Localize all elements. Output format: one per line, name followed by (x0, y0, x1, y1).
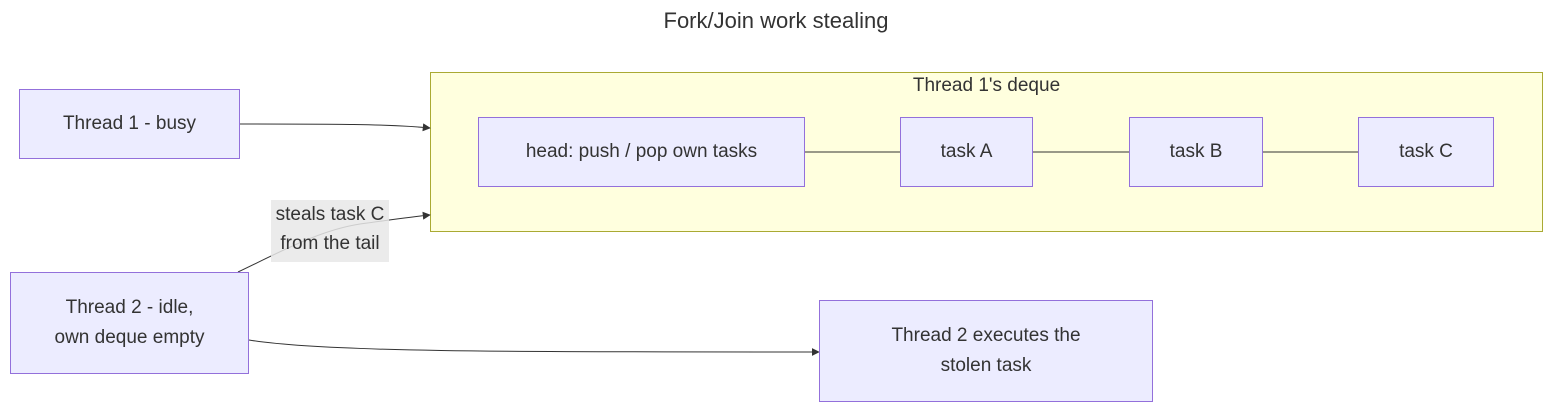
node-head-label: head: push / pop own tasks (525, 141, 758, 162)
node-executes-line-2: stolen task (940, 355, 1032, 376)
node-task-b-label: task B (1169, 141, 1223, 162)
node-thread2-executes: Thread 2 executes the stolen task (819, 300, 1153, 402)
node-thread1-label: Thread 1 - busy (62, 113, 197, 134)
edge-label-steal-line-2: from the tail (280, 233, 380, 254)
node-executes-line-1: Thread 2 executes the (891, 325, 1081, 346)
node-head: head: push / pop own tasks (478, 117, 805, 187)
edge-label-steal: steals task C from the tail (271, 200, 389, 262)
edge-label-steal-line-1: steals task C (275, 204, 385, 225)
node-task-c: task C (1358, 117, 1494, 187)
node-executes-label: Thread 2 executes the stolen task (891, 321, 1080, 381)
node-thread2-idle: Thread 2 - idle, own deque empty (10, 272, 249, 374)
node-thread2-label: Thread 2 - idle, own deque empty (55, 293, 205, 353)
node-task-a: task A (900, 117, 1033, 187)
node-thread1-busy: Thread 1 - busy (19, 89, 240, 159)
diagram-title: Fork/Join work stealing (663, 8, 889, 33)
edge-thread1-to-deque (239, 123, 431, 132)
node-task-c-label: task C (1399, 141, 1453, 162)
node-thread2-line-1: Thread 2 - idle, (65, 297, 194, 318)
edge-thread2-to-executes (248, 339, 820, 356)
deque-cluster-label: Thread 1's deque (912, 75, 1061, 96)
node-task-b: task B (1129, 117, 1263, 187)
node-task-a-label: task A (940, 141, 993, 162)
node-thread2-line-2: own deque empty (54, 327, 205, 348)
